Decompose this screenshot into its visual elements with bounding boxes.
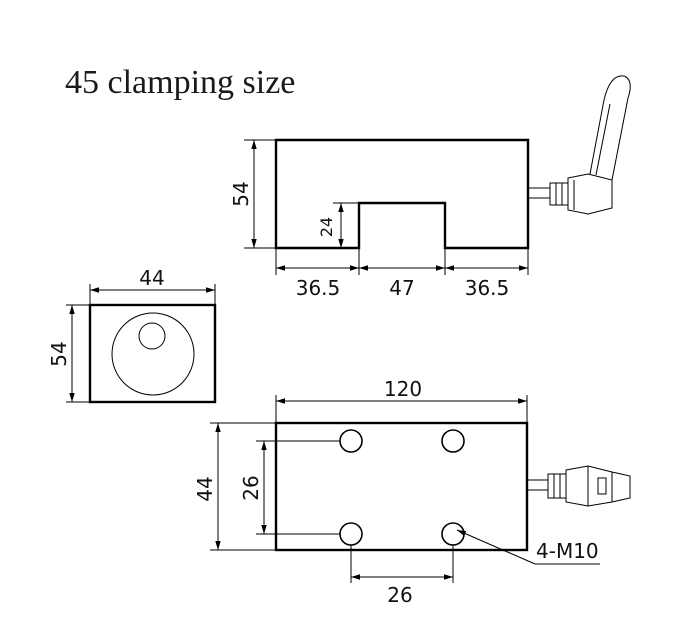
slot-depth-label: 24 (317, 217, 336, 237)
right-width-label: 36.5 (465, 276, 510, 300)
clamp-nut-icon (527, 465, 631, 507)
side-view: 44 54 (47, 266, 217, 404)
slot-width-label: 47 (389, 276, 414, 300)
thread-spec-label: 4-M10 (536, 539, 599, 563)
drawing-title: 45 clamping size (65, 64, 295, 101)
mounting-hole-icon (339, 522, 363, 546)
front-view: 54 24 36.5 47 36.5 (229, 75, 631, 300)
top-length-label: 120 (384, 377, 422, 401)
side-height-label: 54 (47, 341, 71, 366)
mounting-hole-icon (339, 429, 363, 453)
top-view: 120 44 26 26 4-M10 (193, 377, 631, 607)
top-width-label: 44 (193, 476, 217, 501)
hole-spacing-x-label: 26 (387, 583, 412, 607)
mounting-hole-icon (441, 429, 465, 453)
front-view-outline (274, 138, 530, 250)
left-width-label: 36.5 (296, 276, 341, 300)
front-height-label: 54 (229, 181, 253, 206)
hole-spacing-y-label: 26 (239, 475, 263, 500)
pin-icon (138, 322, 166, 350)
round-body-icon (111, 312, 195, 396)
clamp-lever-icon (528, 75, 631, 215)
side-width-label: 44 (139, 266, 164, 290)
mounting-hole-icon (441, 522, 465, 546)
top-view-outline (274, 421, 529, 552)
side-view-outline (88, 303, 217, 404)
